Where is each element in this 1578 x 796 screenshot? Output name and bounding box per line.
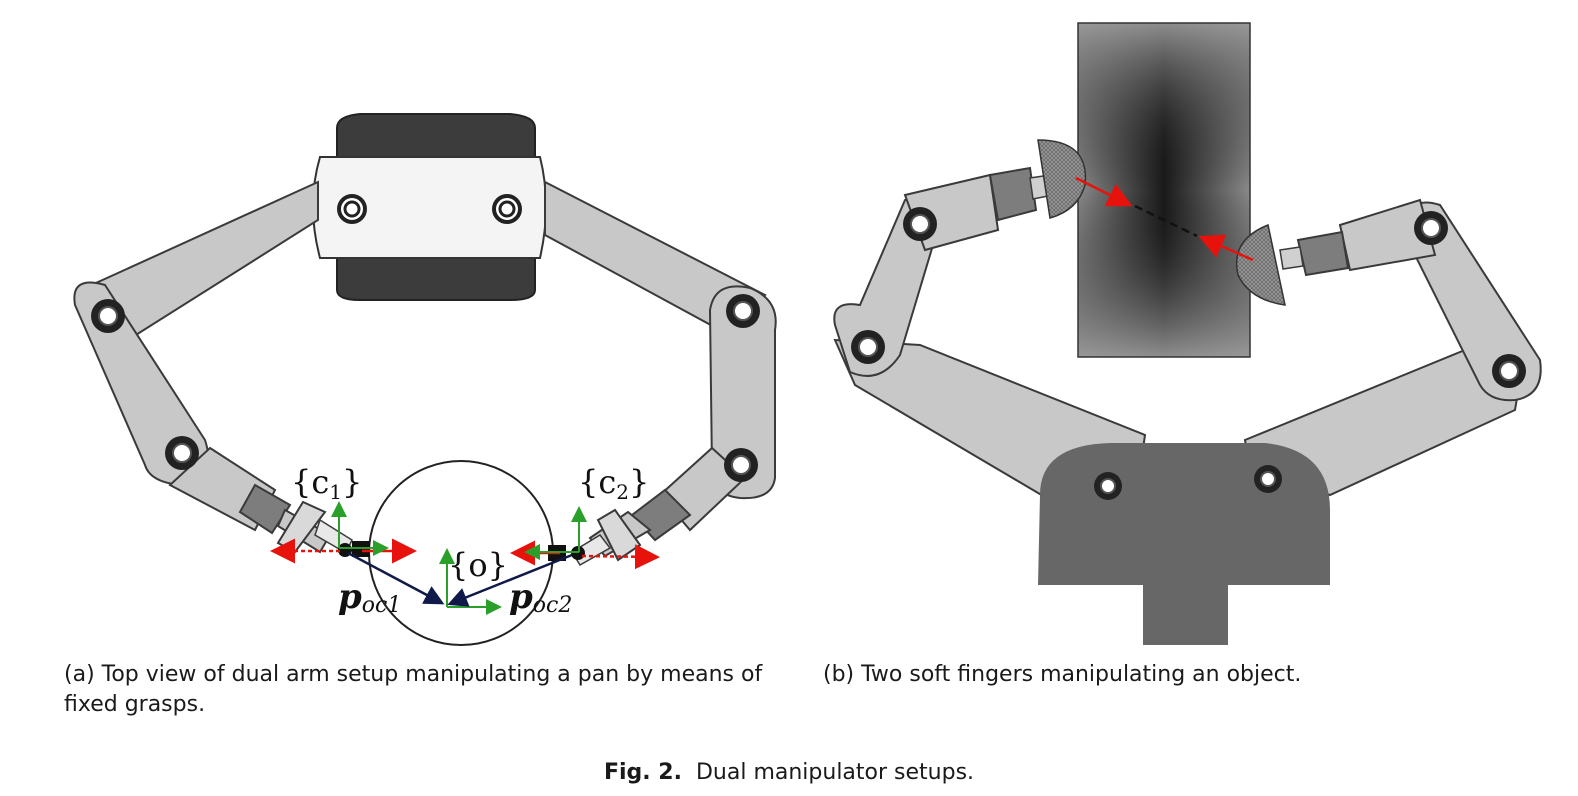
joint-icon — [165, 436, 199, 470]
frame-axes-a — [331, 501, 587, 615]
vector-label-poc1: poc1 — [338, 577, 401, 618]
joint-icons-b — [851, 207, 1526, 500]
vector-label-poc2: poc2 — [509, 577, 572, 618]
figure-label: Fig. 2. — [603, 760, 682, 785]
position-vectors-a — [347, 551, 573, 607]
panel-b-diagram — [833, 22, 1542, 645]
caption-panel-a: (a) Top view of dual arm setup manipulat… — [64, 662, 763, 717]
caption-panel-b: (b) Two soft fingers manipulating an obj… — [823, 662, 1302, 687]
joint-icon — [726, 294, 760, 328]
gradient-object — [1077, 22, 1251, 358]
joint-icon — [1254, 465, 1282, 493]
frame-label-c2: {c2} — [578, 463, 649, 504]
joint-icon — [492, 194, 522, 224]
joint-icons-a — [91, 194, 760, 482]
force-arrows-b — [1075, 176, 1254, 262]
right-arm — [544, 180, 777, 567]
figure-caption: Fig. 2. Dual manipulator setups. — [0, 758, 1578, 788]
joint-icon — [1492, 354, 1526, 388]
panel-a-diagram: {c1} {c2} {o} poc1 poc2 — [73, 113, 777, 646]
left-arm — [73, 180, 353, 555]
soft-finger-right — [1235, 223, 1286, 306]
right-arm-b — [1243, 198, 1542, 497]
frame-label-o: {o} — [448, 546, 508, 584]
joint-icon — [337, 194, 367, 224]
joint-icon — [903, 207, 937, 241]
frame-label-c1: {c1} — [291, 463, 362, 504]
joint-icon — [1094, 472, 1122, 500]
joint-icon — [1414, 211, 1448, 245]
soft-finger-left — [1037, 139, 1087, 219]
base-b — [1038, 443, 1330, 645]
joint-icon — [91, 299, 125, 333]
figure-title: Dual manipulator setups. — [695, 760, 975, 785]
joint-icon — [724, 448, 758, 482]
joint-icon — [851, 330, 885, 364]
